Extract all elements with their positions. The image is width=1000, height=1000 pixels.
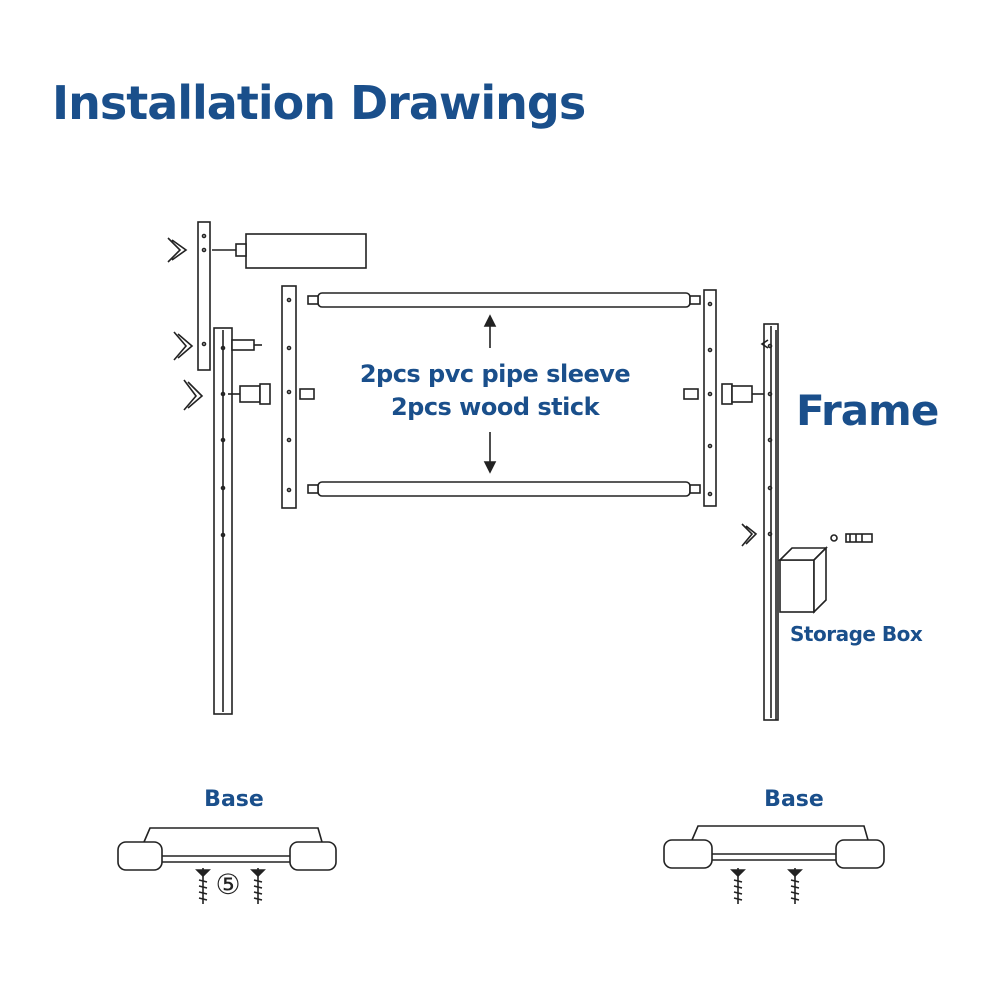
base-label-left: Base (204, 787, 264, 812)
clamp-bracket-2 (173, 331, 194, 361)
left-short-post (197, 221, 211, 371)
right-inner-post (703, 289, 717, 507)
bottom-pipe (317, 481, 691, 497)
wood-stick-label: 2pcs wood stick (390, 393, 600, 421)
clamp-bracket-3 (183, 379, 204, 411)
left-base-drawing (117, 827, 337, 871)
right-base-drawing (663, 825, 885, 869)
storage-box-drawing (778, 546, 828, 614)
page-title: Installation Drawings (52, 76, 586, 130)
left-base-screws (195, 868, 266, 904)
left-inner-post (281, 285, 297, 509)
storage-box-label: Storage Box (790, 622, 923, 646)
top-pipe (317, 292, 691, 308)
clamp-bracket-1 (167, 237, 188, 263)
base-label-right: Base (764, 787, 824, 812)
clamp-bracket-right (741, 523, 758, 547)
pipe-sleeve-label: 2pcs pvc pipe sleeve (359, 360, 631, 388)
top-pad-block (245, 233, 367, 269)
right-base-screws (730, 868, 803, 904)
part-number-label: ⑤ (215, 868, 241, 901)
frame-label: Frame (796, 386, 939, 435)
